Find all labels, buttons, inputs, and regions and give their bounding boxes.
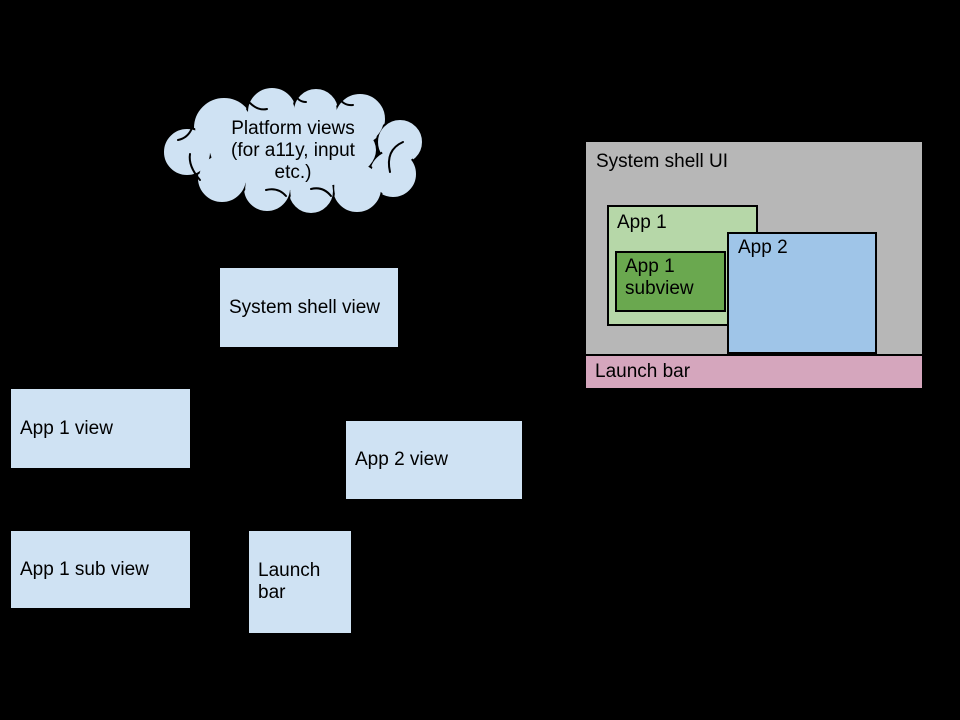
system-shell-view-box: System shell view — [220, 268, 398, 347]
app1-subview-window-label: App 1 subview — [625, 256, 694, 299]
cloud-icon — [162, 86, 424, 215]
cloud-label: Platform views (for a11y, input etc.) — [160, 118, 426, 184]
launch-bar-view-box: Launch bar — [249, 531, 351, 633]
app2-view-box: App 2 view — [346, 421, 522, 499]
app2-window-label: App 2 — [738, 237, 788, 258]
app1-sub-view-label: App 1 sub view — [20, 558, 149, 580]
app2-window: App 2 — [727, 232, 877, 354]
app1-view-label: App 1 view — [20, 417, 113, 439]
cloud-label-line3: etc.) — [274, 162, 312, 183]
app2-view-label: App 2 view — [355, 449, 448, 470]
launch-bar-view-label: Launch bar — [258, 560, 321, 603]
app1-view-box: App 1 view — [11, 389, 190, 468]
cloud-label-line2: (for a11y, input — [231, 140, 355, 161]
app1-subview-window: App 1 subview — [615, 251, 726, 312]
app1-window-label: App 1 — [617, 212, 667, 233]
system-shell-ui-panel: System shell UI App 1 App 1 subview App … — [586, 142, 922, 388]
system-shell-ui-title: System shell UI — [596, 151, 728, 172]
launch-bar-label: Launch bar — [595, 361, 691, 382]
system-shell-view-label: System shell view — [229, 296, 380, 318]
app1-sub-view-box: App 1 sub view — [11, 531, 190, 608]
cloud-label-line1: Platform views — [231, 118, 355, 139]
launch-bar: Launch bar — [586, 354, 922, 388]
